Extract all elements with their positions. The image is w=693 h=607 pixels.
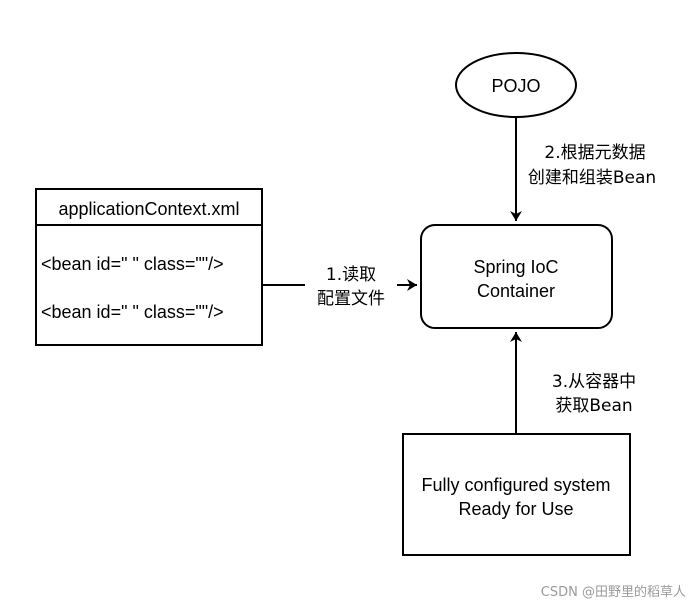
ioc-container-label-2: Container: [477, 281, 555, 301]
configured-system-label-1: Fully configured system: [421, 475, 610, 495]
pojo-label: POJO: [491, 76, 540, 96]
edge-get-bean-label-1: 3.从容器中: [552, 372, 636, 392]
edge-read-config-label-2: 配置文件: [317, 289, 385, 309]
configured-system-label-2: Ready for Use: [458, 499, 573, 519]
edge-create-bean-label-2: 创建和组装Bean: [528, 168, 656, 188]
edge-read-config-label-1: 1.读取: [326, 265, 376, 285]
ioc-container-node: Spring IoC Container: [420, 224, 613, 329]
configured-system-node: Fully configured system Ready for Use: [402, 433, 631, 556]
ioc-container-label-1: Spring IoC: [473, 257, 558, 277]
edge-create-bean: 2.根据元数据 创建和组装Bean: [510, 117, 656, 221]
edge-get-bean-label-2: 获取Bean: [555, 396, 632, 416]
watermark: CSDN @田野里的稻草人: [541, 584, 686, 600]
xml-config-title: applicationContext.xml: [58, 199, 239, 219]
xml-bean-row-1: <bean id=" " class=""/>: [41, 254, 224, 274]
xml-config-node: applicationContext.xml <bean id=" " clas…: [35, 188, 263, 346]
xml-bean-row-2: <bean id=" " class=""/>: [41, 302, 224, 322]
pojo-node: POJO: [455, 52, 577, 118]
edge-create-bean-label-1: 2.根据元数据: [544, 143, 645, 163]
edge-read-config: 1.读取 配置文件: [262, 262, 417, 310]
edge-get-bean: 3.从容器中 获取Bean: [510, 332, 636, 434]
